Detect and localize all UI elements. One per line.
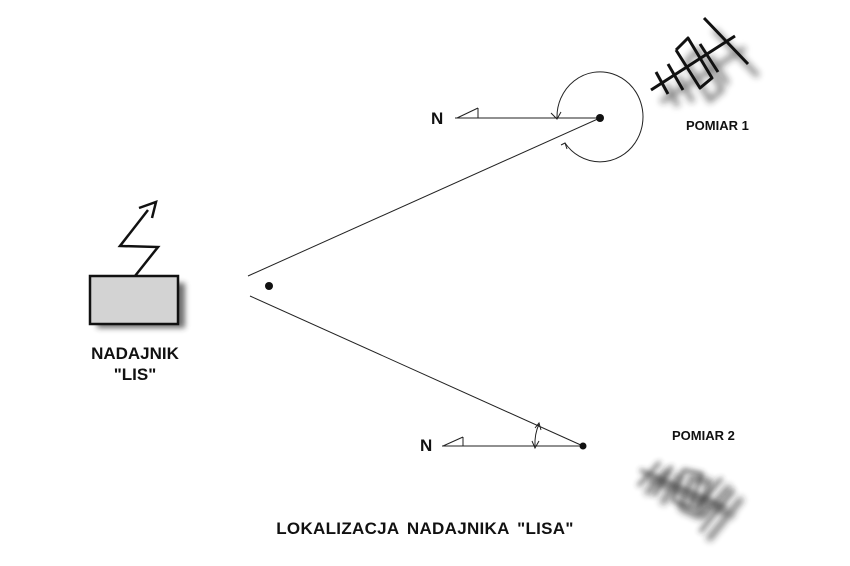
yagi-antenna-2-icon	[636, 460, 745, 542]
transmitter-icon	[88, 200, 185, 328]
station-2	[442, 421, 587, 450]
intersection-point	[265, 282, 273, 290]
transmitter-label: NADAJNIK "LIS"	[70, 343, 200, 385]
transmitter-label-line1: NADAJNIK	[91, 344, 179, 363]
measurement-1-label: POMIAR 1	[686, 118, 749, 133]
north-label-station-2: N	[420, 436, 433, 455]
station-1	[455, 71, 644, 163]
transmitter-label-line2: "LIS"	[113, 365, 157, 384]
yagi-antenna-1-icon	[650, 16, 760, 108]
north-label-station-1: N	[431, 109, 444, 128]
diagram-title: LOKALIZACJA NADAJNIKA "LISA"	[276, 519, 574, 538]
bearing-lines	[247, 117, 601, 447]
measurement-2-label: POMIAR 2	[672, 428, 735, 443]
